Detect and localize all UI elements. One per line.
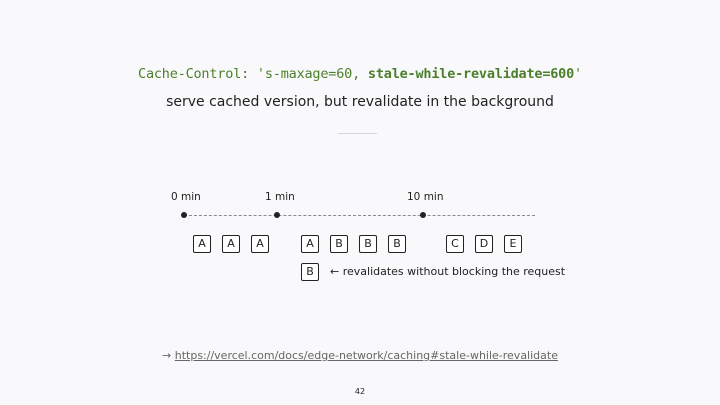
request-box: B	[330, 235, 348, 253]
reference-link[interactable]: https://vercel.com/docs/edge-network/cac…	[174, 349, 558, 362]
reference-link-row: → https://vercel.com/docs/edge-network/c…	[0, 349, 720, 362]
timeline-dot-0	[181, 212, 187, 218]
request-box: D	[475, 235, 493, 253]
page-number: 42	[354, 387, 366, 396]
request-box: B	[359, 235, 377, 253]
revalidate-note: ← revalidates without blocking the reque…	[330, 265, 566, 278]
code-maxage: s-maxage=60,	[264, 66, 368, 82]
slide-subtitle: serve cached version, but revalidate in …	[166, 94, 554, 110]
request-box: B	[388, 235, 406, 253]
code-swr: stale-while-revalidate=600	[367, 66, 575, 82]
tick-label-1: 1 min	[265, 191, 295, 203]
cache-control-header: Cache-Control: 's-maxage=60, stale-while…	[0, 66, 720, 84]
request-box: A	[193, 235, 211, 253]
code-prefix: Cache-Control: '	[138, 66, 265, 82]
request-box: A	[251, 235, 269, 253]
code-suffix: '	[574, 66, 582, 82]
request-box: A	[301, 235, 319, 253]
timeline-dot-1	[274, 212, 280, 218]
request-box: C	[446, 235, 464, 253]
timeline-dot-10	[420, 212, 426, 218]
revalidate-box: B	[301, 263, 319, 281]
timeline-line	[184, 215, 535, 216]
link-arrow: →	[162, 349, 175, 362]
tick-label-10: 10 min	[407, 191, 444, 203]
tick-label-0: 0 min	[171, 191, 201, 203]
divider	[338, 133, 377, 134]
request-box: A	[222, 235, 240, 253]
request-box: E	[504, 235, 522, 253]
